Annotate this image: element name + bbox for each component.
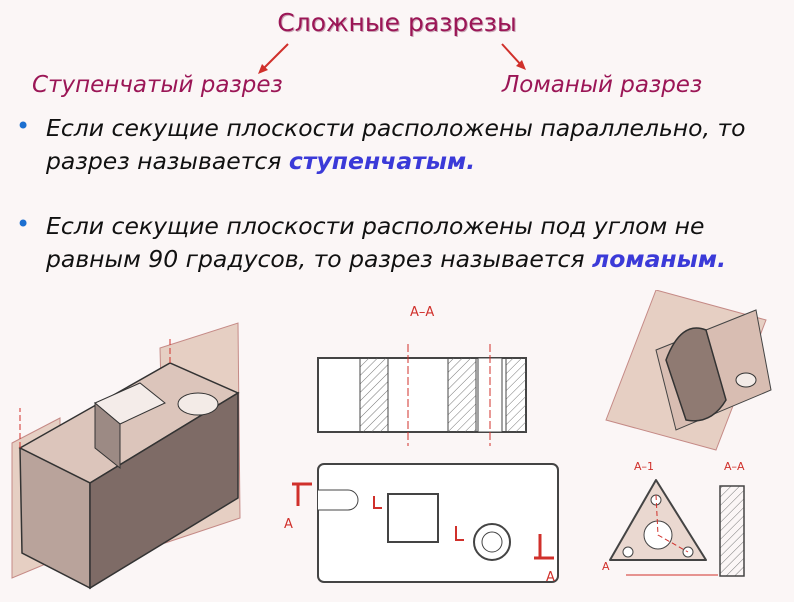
- bullet-text: Если секущие плоскости расположены под у…: [46, 212, 705, 273]
- page-title: Сложные разрезы: [277, 8, 517, 37]
- small-section-b: А–А: [724, 460, 745, 473]
- small-a-left: А: [602, 560, 610, 573]
- small-section-a: А–1: [634, 460, 654, 473]
- stepped-section-drawing: А–А А А: [284, 305, 559, 585]
- bullet-stepped: • Если секущие плоскости расположены пар…: [16, 112, 786, 178]
- bullet-dot-icon: •: [16, 112, 31, 140]
- bullet-highlight: ломаным.: [592, 245, 727, 273]
- section-label: А–А: [410, 305, 434, 320]
- bullet-broken: • Если секущие плоскости расположены под…: [16, 210, 786, 276]
- stepped-block-illustration: [11, 322, 241, 590]
- bullet-dot-icon: •: [16, 210, 31, 238]
- subtitle-stepped: Ступенчатый разрез: [32, 72, 283, 98]
- mark-a-left: А: [284, 517, 293, 532]
- title-arrows: [258, 43, 526, 74]
- mark-a-right: А: [546, 570, 555, 585]
- subtitle-broken: Ломаный разрез: [502, 72, 703, 98]
- bullet-highlight: ступенчатым.: [288, 147, 476, 175]
- broken-section-illustration: А–1 А–А А: [602, 290, 772, 577]
- bullet-text: Если секущие плоскости расположены парал…: [46, 114, 746, 175]
